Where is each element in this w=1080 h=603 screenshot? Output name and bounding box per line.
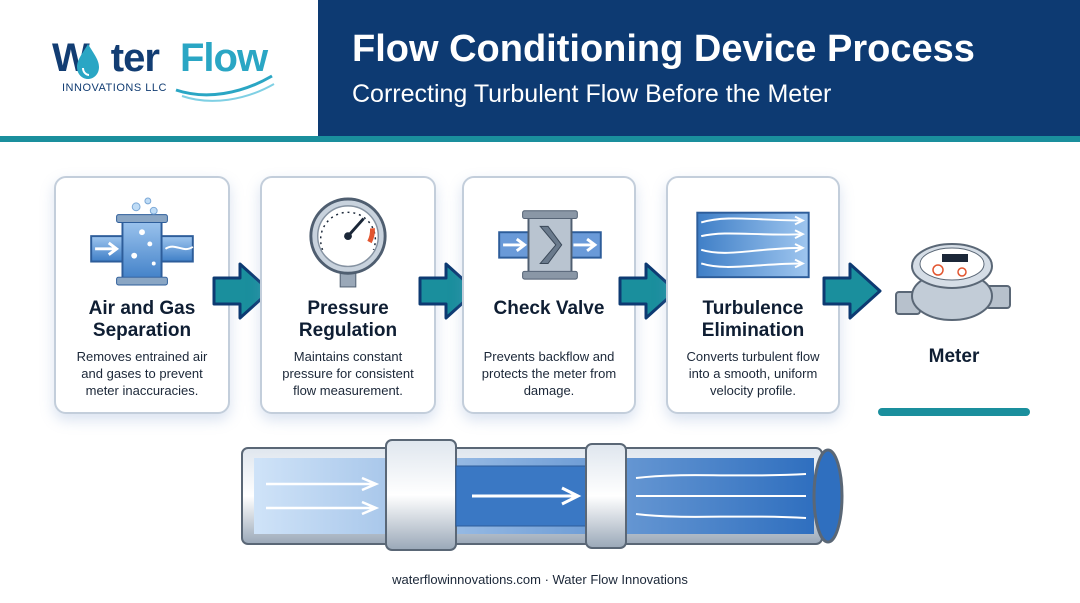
air-separator-icon xyxy=(90,197,194,286)
water-meter-icon xyxy=(895,243,1011,321)
step-title: Check Valve xyxy=(493,298,605,319)
step-card-pressure-regulation: Pressure Regulation Maintains constant p… xyxy=(260,176,436,414)
pipe-cutaway-icon xyxy=(241,439,844,551)
step-card-air-gas-separation: Air and Gas Separation Removes entrained… xyxy=(54,176,230,414)
step-title: Air and Gas Separation xyxy=(88,298,196,341)
arrow-right-icon xyxy=(212,262,272,320)
flow-straightener-icon xyxy=(696,211,810,279)
check-valve-icon xyxy=(498,210,602,280)
step-description: Removes entrained air and gases to preve… xyxy=(76,349,208,398)
meter-underline xyxy=(878,408,1030,416)
page-subtitle: Correcting Turbulent Flow Before the Met… xyxy=(352,80,832,108)
header-divider xyxy=(0,136,1080,142)
logo-word-flow: Flow xyxy=(180,36,268,80)
step-title: Pressure Regulation xyxy=(298,298,398,341)
pressure-gauge-icon xyxy=(309,197,387,288)
footer-text: waterflowinnovations.com · Water Flow In… xyxy=(392,572,688,587)
title-banner xyxy=(318,0,1080,136)
step-card-check-valve: Check Valve Prevents backflow and protec… xyxy=(462,176,636,414)
page-title: Flow Conditioning Device Process xyxy=(352,28,975,70)
arrow-right-icon xyxy=(618,262,678,320)
water-drop-icon xyxy=(77,44,275,102)
step-description: Converts turbulent flow into a smooth, u… xyxy=(686,349,820,398)
step-description: Prevents backflow and protects the meter… xyxy=(481,349,617,398)
step-card-turbulence-elimination: Turbulence Elimination Converts turbulen… xyxy=(666,176,840,414)
arrow-right-icon xyxy=(418,262,478,320)
meter-label: Meter xyxy=(928,346,980,367)
step-description: Maintains constant pressure for consiste… xyxy=(282,349,414,398)
logo-subtitle: INNOVATIONS LLC xyxy=(62,82,167,94)
arrow-right-icon xyxy=(822,262,882,320)
step-title: Turbulence Elimination xyxy=(701,298,805,341)
